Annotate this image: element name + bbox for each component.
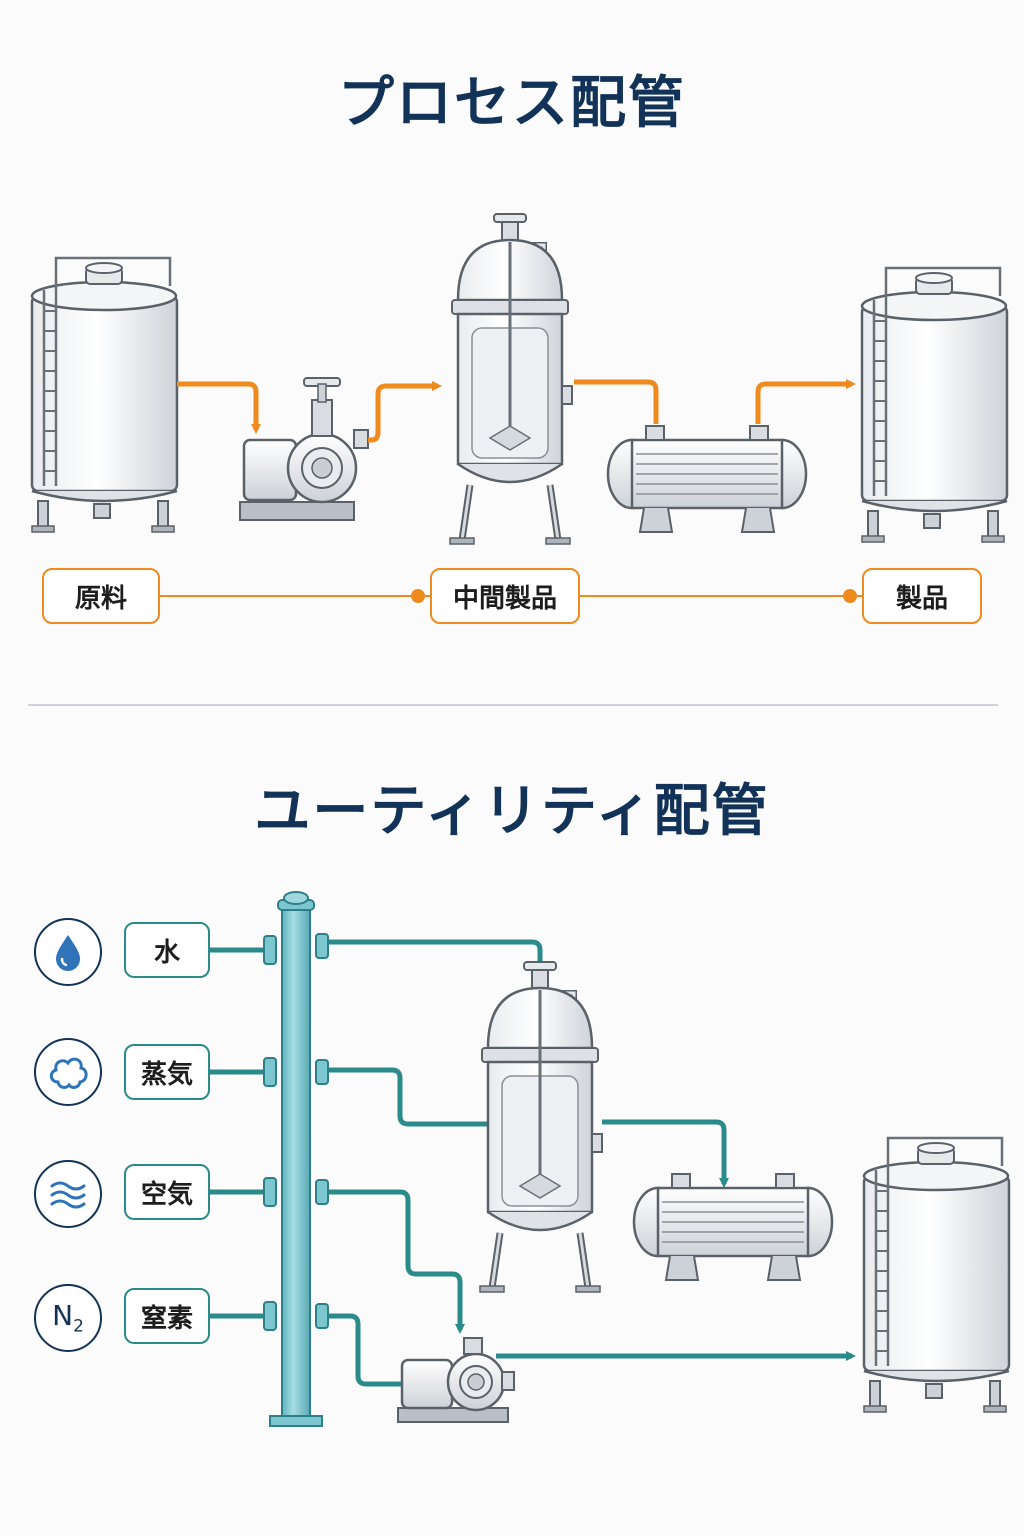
- steam-cloud-icon: [34, 1038, 102, 1106]
- utility-pump: [396, 1336, 516, 1424]
- process-reactor: [450, 214, 572, 544]
- utility-heat-exchanger: [632, 1172, 834, 1282]
- process-pump: [239, 377, 369, 521]
- water-drop-icon: [34, 918, 102, 986]
- utility-line-steam: [324, 1067, 494, 1127]
- utility-header-pipe: [269, 891, 323, 1427]
- process-line-exchanger-to-tank: [755, 379, 856, 424]
- utility-reactor: [480, 962, 602, 1292]
- water-label: 水: [124, 922, 210, 978]
- product-tank: [860, 266, 1009, 544]
- intermediate-product-label: 中間製品: [430, 568, 580, 624]
- section-divider: [28, 704, 998, 706]
- utility-piping-title: ユーティリティ配管: [254, 779, 770, 844]
- process-heat-exchanger: [606, 424, 808, 534]
- nitrogen-icon: N2: [34, 1284, 102, 1352]
- nitrogen-label: 窒素: [124, 1288, 210, 1344]
- raw-material-tank: [30, 256, 179, 534]
- raw-material-label: 原料: [42, 568, 160, 624]
- utility-line-water: [324, 939, 545, 984]
- utility-line-nitrogen: [324, 1313, 402, 1387]
- air-label: 空気: [124, 1164, 210, 1220]
- process-piping-title: プロセス配管: [338, 71, 686, 136]
- utility-line-reactor-to-exchanger: [602, 1119, 729, 1188]
- utility-tank: [862, 1136, 1011, 1414]
- utility-line-air: [324, 1189, 465, 1334]
- process-line-reactor-to-exchanger: [574, 379, 659, 424]
- process-line-pump-to-reactor: [368, 381, 442, 443]
- product-label: 製品: [862, 568, 982, 624]
- air-waves-icon: [34, 1160, 102, 1228]
- steam-label: 蒸気: [124, 1044, 210, 1100]
- process-line-tank-to-pump: [177, 381, 261, 434]
